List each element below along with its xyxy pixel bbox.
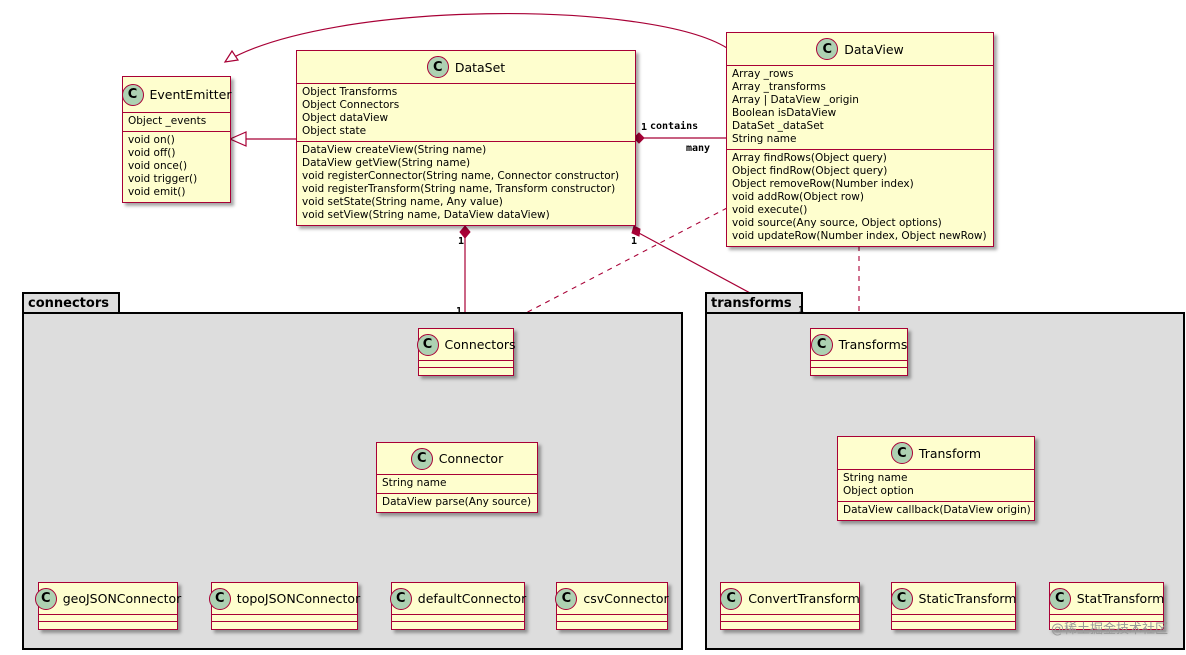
edge-dataview-extends-eventemitter — [224, 12, 728, 63]
label-one-connectors: 1 — [456, 306, 463, 317]
label-many: many — [686, 143, 711, 154]
class-icon: C — [555, 587, 578, 610]
class-name: Transform — [918, 445, 982, 461]
attributes: Object _events — [123, 113, 230, 132]
class-icon: C — [389, 587, 412, 610]
class-geojsonconnector: C geoJSONConnector — [34, 582, 181, 630]
class-csvconnector: C csvConnector — [555, 582, 669, 630]
class-connectors: C Connectors — [416, 328, 516, 376]
arrowhead-extends-eventemitter-2 — [228, 131, 247, 147]
class-name: Connector — [438, 451, 504, 466]
label-one-dataset-connectors: 1 — [458, 236, 465, 247]
class-icon: C — [426, 56, 449, 78]
methods: DataView callback(DataView origin) — [843, 504, 1031, 516]
attributes: String name Object option — [838, 470, 1034, 502]
class-name: topoJSONConnector — [236, 591, 361, 606]
watermark: @稀土掘金技术社区 — [1050, 622, 1168, 637]
label-one-dataset-transforms: 1 — [631, 236, 638, 247]
class-name: Transforms — [838, 337, 908, 352]
class-name: DataView — [844, 41, 904, 57]
diamond-dataset-dataview — [633, 132, 645, 144]
class-transform: C Transform String name Object option Da… — [837, 436, 1035, 521]
class-statictransform: C StaticTransform — [890, 582, 1017, 630]
methods: DataView createView(String name) DataVie… — [302, 144, 620, 221]
methods: Array findRows(Object query) Object find… — [732, 152, 987, 242]
class-transforms: C Transforms — [810, 328, 908, 376]
class-icon: C — [410, 447, 433, 470]
class-icon: C — [208, 587, 231, 610]
label-one-dataset-dataview: 1 — [641, 122, 648, 133]
class-icon: C — [1048, 587, 1071, 610]
class-dataset: C DataSet Object Transforms Object Conne… — [296, 50, 636, 226]
label-contains: contains — [650, 121, 699, 132]
class-icon: C — [121, 83, 144, 106]
class-stattransform: C StatTransform — [1048, 582, 1165, 630]
class-icon: C — [720, 587, 743, 610]
class-name: Connectors — [444, 337, 516, 352]
class-name: StatTransform — [1076, 591, 1165, 606]
attributes: String name — [377, 475, 537, 494]
label-one-transforms: 1 — [798, 305, 805, 316]
class-name: csvConnector — [583, 591, 669, 606]
methods: DataView parse(Any source) — [382, 496, 532, 508]
class-connector: C Connector String name DataView parse(A… — [376, 442, 538, 513]
arrowhead-extends-eventemitter-1 — [223, 49, 240, 63]
class-eventemitter: C EventEmitter Object _events void on() … — [121, 76, 232, 203]
class-icon: C — [890, 587, 913, 610]
diamond-dataset-connectors — [459, 225, 471, 239]
class-name: ConvertTransform — [748, 591, 860, 606]
class-converttransform: C ConvertTransform — [720, 582, 860, 630]
class-dataview: C DataView Array _rows Array _transforms… — [726, 32, 994, 247]
class-icon: C — [890, 442, 913, 464]
attributes: Object Transforms Object Connectors Obje… — [297, 84, 635, 142]
diamond-dataset-transforms — [631, 225, 641, 237]
class-icon: C — [816, 38, 839, 60]
class-icon: C — [34, 587, 57, 610]
class-icon: C — [416, 333, 439, 356]
class-name: EventEmitter — [149, 87, 232, 102]
class-icon: C — [810, 333, 833, 356]
class-name: defaultConnector — [417, 591, 527, 606]
attributes: Array _rows Array _transforms Array | Da… — [727, 66, 993, 150]
class-defaultconnector: C defaultConnector — [389, 582, 527, 630]
edge-dataview-connectors — [496, 207, 728, 329]
class-name: geoJSONConnector — [62, 591, 182, 606]
class-topojsonconnector: C topoJSONConnector — [208, 582, 361, 630]
methods: void on() void off() void once() void tr… — [128, 134, 198, 198]
class-name: StaticTransform — [918, 591, 1017, 606]
class-name: DataSet — [454, 59, 506, 75]
package-tab-transforms: transforms — [705, 292, 803, 312]
package-tab-connectors: connectors — [22, 292, 120, 312]
